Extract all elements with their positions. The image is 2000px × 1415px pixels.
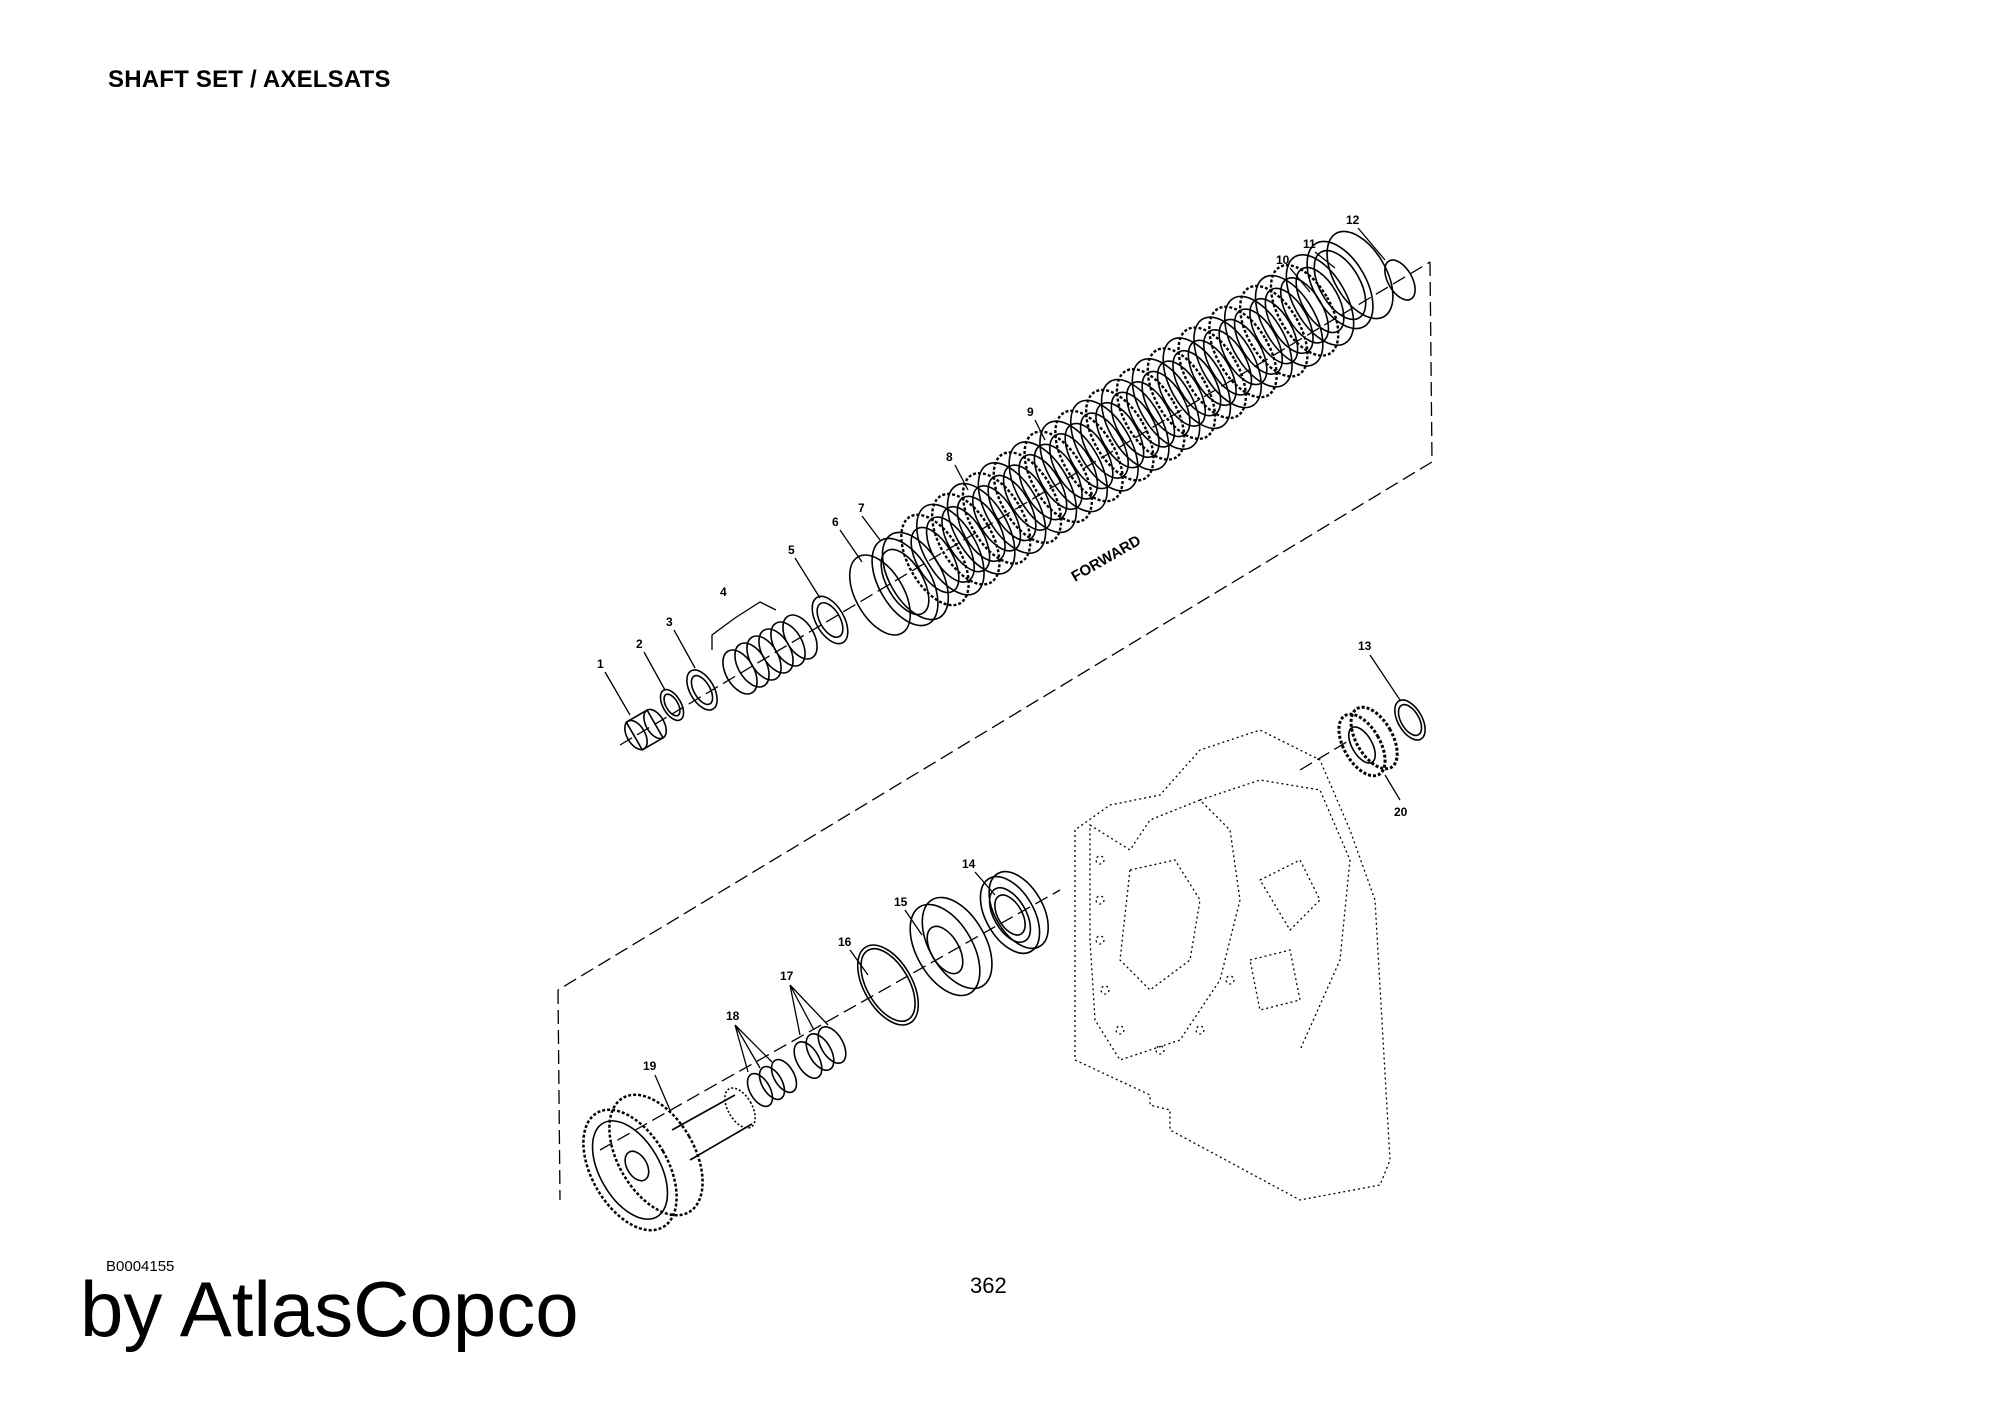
- clutch-disc: [977, 461, 1047, 555]
- part-8-9-clutch-disc-stack: [900, 253, 1355, 607]
- clutch-disc: [915, 503, 985, 596]
- part-12-snap-ring: [1384, 259, 1416, 301]
- callout-7: 7: [858, 501, 865, 515]
- callout-1: 1: [597, 657, 604, 671]
- part-11-disc: [1326, 230, 1394, 320]
- callout-14: 14: [962, 857, 976, 871]
- transmission-housing: [1074, 729, 1391, 1201]
- part-18-seal-rings: [746, 1058, 798, 1108]
- clutch-disc: [1223, 295, 1293, 388]
- callout-8: 8: [946, 450, 953, 464]
- part-13-snap-ring: [1394, 699, 1426, 741]
- clutch-disc: [946, 482, 1016, 575]
- part-5-ring: [811, 595, 849, 645]
- clutch-disc: [1069, 399, 1139, 492]
- callout-16: 16: [838, 935, 852, 949]
- callout-13: 13: [1358, 639, 1372, 653]
- part-16-snap-ring: [856, 944, 920, 1026]
- clutch-disc-inner: [1295, 266, 1345, 334]
- callout-9: 9: [1027, 405, 1034, 419]
- clutch-disc: [1039, 420, 1109, 513]
- drawing-code: B0004155: [106, 1258, 175, 1275]
- callout-numbers: 1 2 3 4 5 6 7 8 9 10 11 12 13 14 15 16 1…: [597, 213, 1408, 1073]
- clutch-disc: [930, 492, 1001, 586]
- clutch-disc: [1254, 274, 1324, 367]
- callout-19: 19: [643, 1059, 657, 1073]
- part-2-ring: [659, 688, 685, 722]
- page-title: SHAFT SET / AXELSATS: [108, 66, 391, 93]
- callout-12: 12: [1346, 213, 1360, 227]
- page-number: 362: [970, 1273, 1007, 1298]
- callout-20: 20: [1394, 805, 1408, 819]
- part-1-needle-bearing: [624, 708, 668, 751]
- clutch-disc: [1131, 357, 1201, 451]
- callout-10: 10: [1276, 253, 1290, 267]
- clutch-disc: [1100, 378, 1170, 471]
- part-4-spring-set: [722, 614, 818, 695]
- callout-2: 2: [636, 637, 643, 651]
- brand-footer: by AtlasCopco: [80, 1265, 579, 1353]
- part-3-washer: [686, 669, 718, 711]
- callout-6: 6: [832, 515, 839, 529]
- callout-15: 15: [894, 895, 908, 909]
- part-10-backing-plate: [1306, 240, 1374, 330]
- clutch-disc: [1008, 441, 1078, 534]
- callout-4: 4: [720, 585, 727, 599]
- callout-18: 18: [726, 1009, 740, 1023]
- part-19-shaft-drum: [582, 1087, 756, 1232]
- forward-label: FORWARD: [1069, 532, 1145, 585]
- callout-5: 5: [788, 543, 795, 557]
- callout-11: 11: [1303, 237, 1316, 251]
- clutch-disc: [1162, 337, 1232, 430]
- clutch-disc: [1193, 316, 1263, 409]
- part-14-bearing: [979, 870, 1050, 955]
- assembly-dashed-lines: [557, 261, 1433, 1201]
- part-15-bearing-carrier: [909, 896, 993, 997]
- clutch-disc: [961, 471, 1032, 565]
- clutch-disc: [1285, 253, 1355, 347]
- callout-17: 17: [780, 969, 794, 983]
- callout-leader-lines: [604, 227, 1401, 1111]
- clutch-disc: [900, 513, 970, 607]
- part-17-seal-rings: [793, 1026, 847, 1079]
- part-20-gear: [1337, 705, 1399, 778]
- callout-3: 3: [666, 615, 673, 629]
- clutch-disc: [992, 451, 1063, 545]
